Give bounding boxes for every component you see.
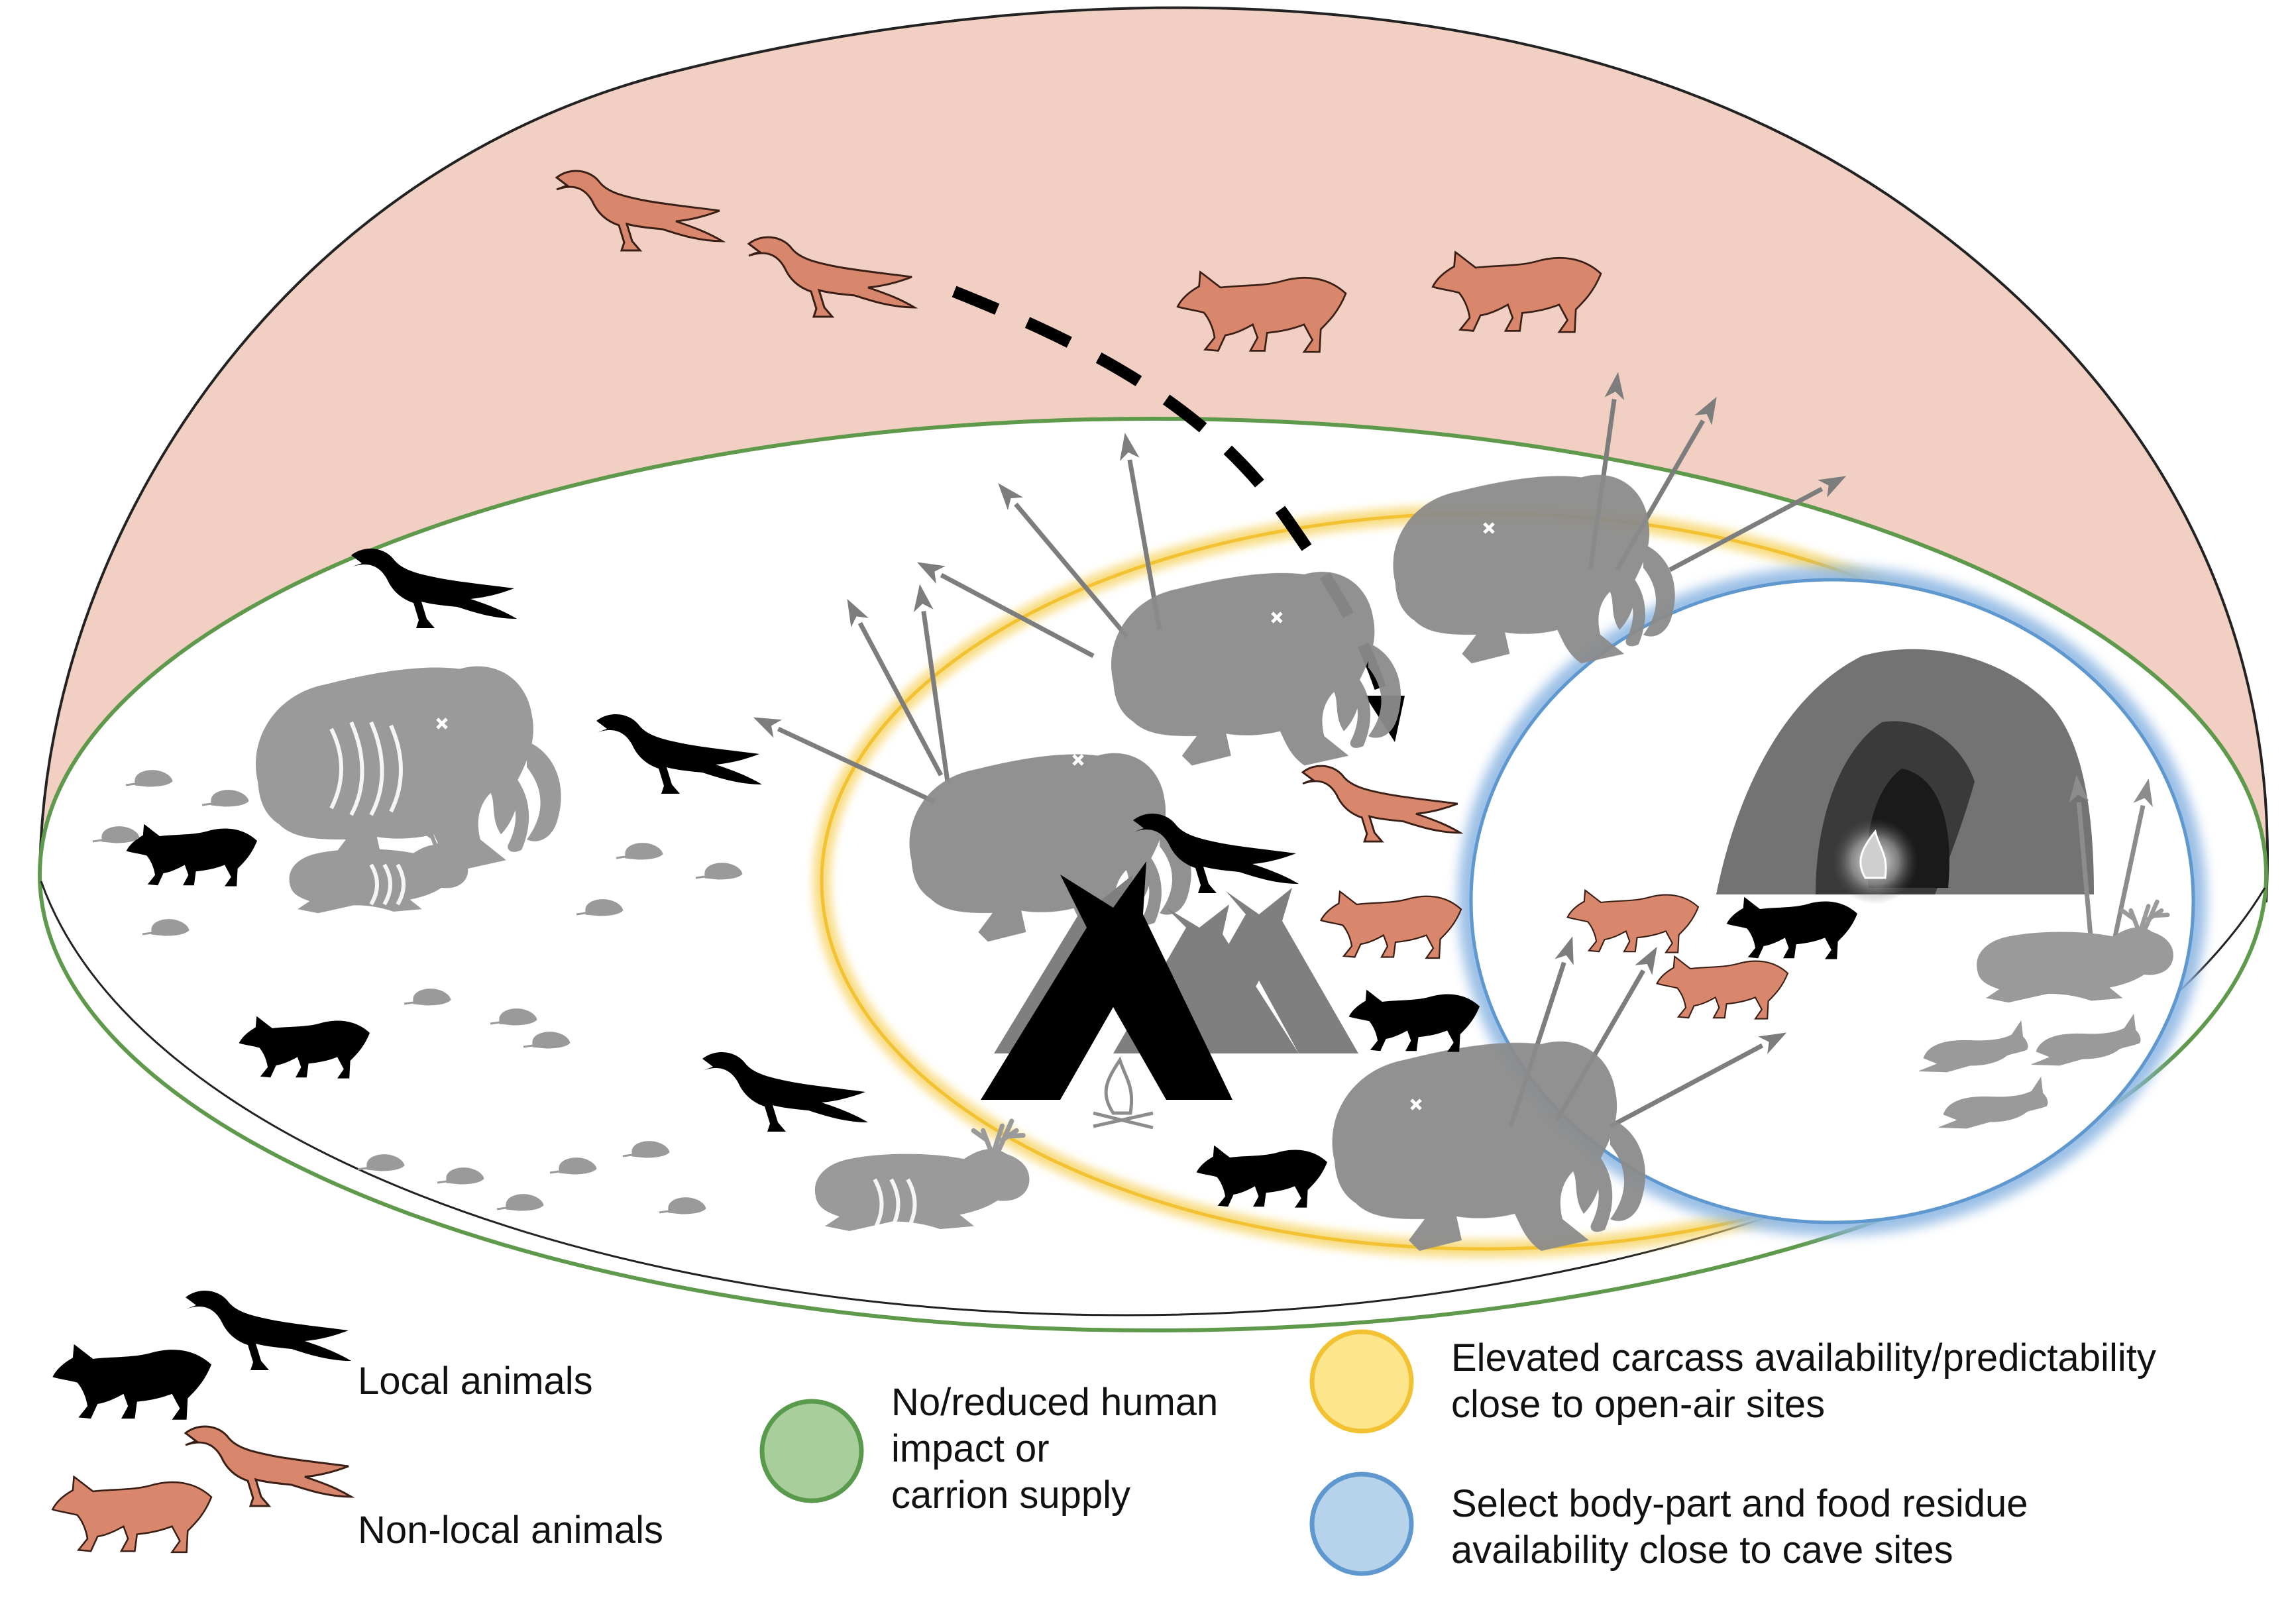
legend-blue-swatch — [1309, 1472, 1414, 1576]
legend-green-swatch — [759, 1399, 864, 1503]
legend-local-raven-icon — [186, 1290, 351, 1370]
cave-fire-icon — [1859, 829, 1887, 879]
legend-non-local-raven-icon — [184, 1425, 353, 1507]
legend-non-local-animals: Non-local animals — [358, 1509, 663, 1552]
legend-blue-text: Select body-part and food residue availa… — [1451, 1482, 2028, 1572]
dashed-movement-arrow — [952, 286, 1391, 704]
tent-icon — [981, 861, 1358, 1100]
legend-yellow-swatch — [1309, 1329, 1414, 1434]
legend-non-local-fox-icon — [52, 1476, 213, 1554]
campfire-icon — [1093, 1056, 1154, 1130]
legend-green-text: No/reduced human impact or carrion suppl… — [891, 1381, 1219, 1517]
legend-local-fox-icon — [52, 1344, 212, 1420]
legend-yellow-text: Elevated carcass availability/predictabi… — [1451, 1336, 2156, 1426]
legend-local-animals: Local animals — [358, 1360, 593, 1403]
